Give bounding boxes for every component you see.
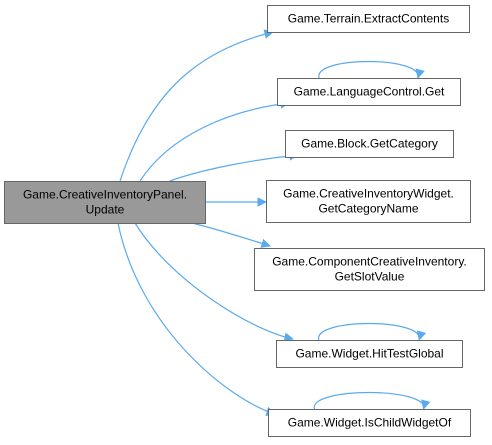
- callee-node-language-get[interactable]: Game.LanguageControl.Get: [277, 78, 461, 106]
- edge-to-is-child-widget-of: [117, 222, 276, 417]
- call-nodes: Game.CreativeInventoryPanel.Update Game.T…: [4, 5, 485, 437]
- edge-to-block-get-category: [169, 151, 299, 182]
- callee-node-get-slot-value-box: [254, 248, 485, 291]
- call-edges: [117, 29, 431, 417]
- callee-node-is-child-widget-of-box: [268, 409, 471, 437]
- callee-node-language-get-box: [277, 78, 461, 106]
- callee-node-is-child-widget-of-label-line: Game.Widget.IsChildWidgetOf: [288, 416, 452, 430]
- self-loop-language-get: [318, 60, 425, 79]
- callee-node-hit-test-global[interactable]: Game.Widget.HitTestGlobal: [276, 340, 463, 368]
- root-node[interactable]: Game.CreativeInventoryPanel.Update: [4, 181, 206, 224]
- callee-node-language-get-label-line: Game.LanguageControl.Get: [294, 85, 445, 99]
- edge-to-extract-contents: [119, 29, 274, 182]
- callee-node-is-child-widget-of[interactable]: Game.Widget.IsChildWidgetOf: [268, 409, 471, 437]
- edge-to-hit-test-global: [134, 222, 294, 342]
- callee-node-get-category-name[interactable]: Game.CreativeInventoryWidget.GetCategory…: [266, 180, 471, 223]
- edge-to-get-slot-value: [191, 222, 271, 248]
- self-loop-hit-test-global: [318, 322, 427, 341]
- callee-node-extract-contents-box: [267, 5, 470, 33]
- callee-node-get-slot-value-label-line: Game.ComponentCreativeInventory.: [272, 255, 467, 269]
- callee-node-block-get-category-label-line: Game.Block.GetCategory: [301, 137, 438, 151]
- callee-node-get-category-name-label-line: GetCategoryName: [318, 202, 418, 216]
- callee-node-extract-contents[interactable]: Game.Terrain.ExtractContents: [267, 5, 470, 33]
- root-node-label-line: Update: [86, 203, 125, 217]
- edge-to-language-get: [139, 99, 290, 182]
- callee-node-get-slot-value-label-line: GetSlotValue: [335, 270, 405, 284]
- callee-node-get-category-name-box: [266, 180, 471, 223]
- callee-node-extract-contents-label-line: Game.Terrain.ExtractContents: [288, 12, 449, 26]
- callee-node-block-get-category[interactable]: Game.Block.GetCategory: [285, 130, 454, 158]
- callee-node-hit-test-global-label-line: Game.Widget.HitTestGlobal: [295, 347, 443, 361]
- root-node-box: [4, 181, 206, 224]
- callee-node-block-get-category-box: [285, 130, 454, 158]
- self-loop-is-child-widget-of: [313, 391, 431, 410]
- root-node-label-line: Game.CreativeInventoryPanel.: [23, 188, 187, 202]
- callee-node-get-category-name-label-line: Game.CreativeInventoryWidget.: [283, 187, 454, 201]
- callee-node-hit-test-global-box: [276, 340, 463, 368]
- callee-node-get-slot-value[interactable]: Game.ComponentCreativeInventory.GetSlotV…: [254, 248, 485, 291]
